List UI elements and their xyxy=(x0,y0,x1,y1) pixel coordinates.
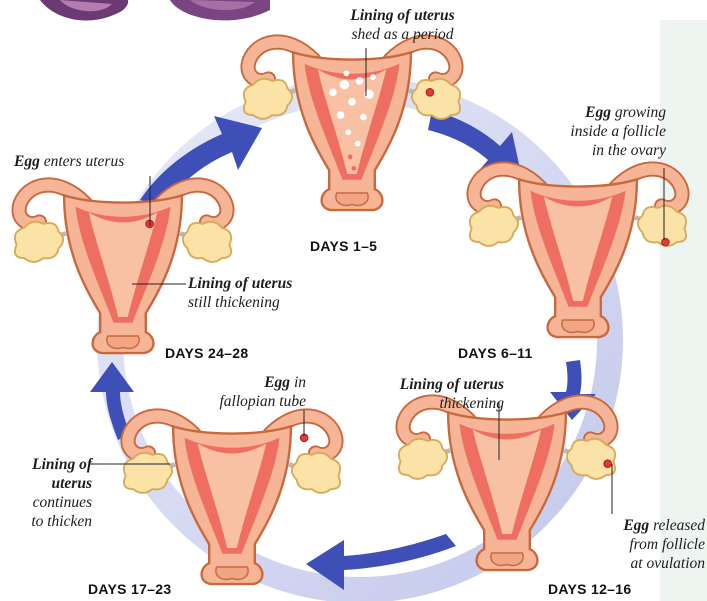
label-continues-rest-2: to thicken xyxy=(31,513,92,530)
label-egg-in-tube: Egg in xyxy=(236,373,306,392)
label-lining-thickening: Lining of uterus thickening xyxy=(360,375,504,413)
label-egg-released-rest-2: from follicle xyxy=(629,536,705,553)
label-egg-enters-uterus-bold: Egg xyxy=(14,153,40,170)
days-label-6-11: DAYS 6–11 xyxy=(458,345,533,361)
label-egg-in-tube-rest-1: in xyxy=(290,374,306,391)
label-days-1-5-bold: Lining of uterus xyxy=(350,7,454,24)
label-egg-released: Egg released from follicle at ovulation xyxy=(560,516,705,573)
label-fallopian-tube: fallopian tube xyxy=(198,392,306,411)
label-egg-enters-uterus: Egg enters uterus xyxy=(14,152,124,171)
label-days-6-11-bold: Egg xyxy=(585,104,611,121)
days-label-24-28: DAYS 24–28 xyxy=(165,345,248,361)
label-continues-rest-1: continues xyxy=(33,494,92,511)
label-egg-enters-uterus-rest: enters uterus xyxy=(40,153,124,170)
label-days-6-11: Egg growing inside a follicle in the ova… xyxy=(520,103,666,160)
petal-decoration xyxy=(40,0,270,21)
uterus-days-6-11 xyxy=(470,169,686,337)
label-lining-thickening-rest: thickening xyxy=(439,395,504,412)
label-continues-bold-2: uterus xyxy=(52,475,93,492)
label-still-thickening: Lining of uterus still thickening xyxy=(188,274,292,312)
label-egg-released-bold: Egg xyxy=(623,517,649,534)
uterus-days-24-28 xyxy=(15,185,231,353)
label-days-6-11-rest-1: growing xyxy=(611,104,666,121)
label-egg-released-rest-3: at ovulation xyxy=(631,555,705,572)
days-label-12-16: DAYS 12–16 xyxy=(548,581,631,597)
days-label-1-5: DAYS 1–5 xyxy=(310,238,377,254)
label-lining-thickening-bold: Lining of uterus xyxy=(400,376,504,393)
label-continues-to-thicken: Lining of uterus continues to thicken xyxy=(6,455,92,531)
label-egg-released-rest-1: released xyxy=(649,517,705,534)
label-days-1-5-rest: shed as a period xyxy=(351,26,453,43)
days-label-17-23: DAYS 17–23 xyxy=(88,581,171,597)
uterus-days-1-5 xyxy=(244,42,460,210)
arrow-to-days-1-5 xyxy=(140,116,262,208)
label-days-1-5: Lining of uterus shed as a period xyxy=(300,6,505,44)
label-days-6-11-rest-3: in the ovary xyxy=(592,142,666,159)
label-continues-bold-1: Lining of xyxy=(32,456,92,473)
label-still-thickening-bold: Lining of uterus xyxy=(188,275,292,292)
label-egg-in-tube-rest-2: fallopian tube xyxy=(219,393,306,410)
label-days-6-11-rest-2: inside a follicle xyxy=(570,123,666,140)
label-egg-in-tube-bold: Egg xyxy=(264,374,290,391)
label-still-thickening-rest: still thickening xyxy=(188,294,280,311)
